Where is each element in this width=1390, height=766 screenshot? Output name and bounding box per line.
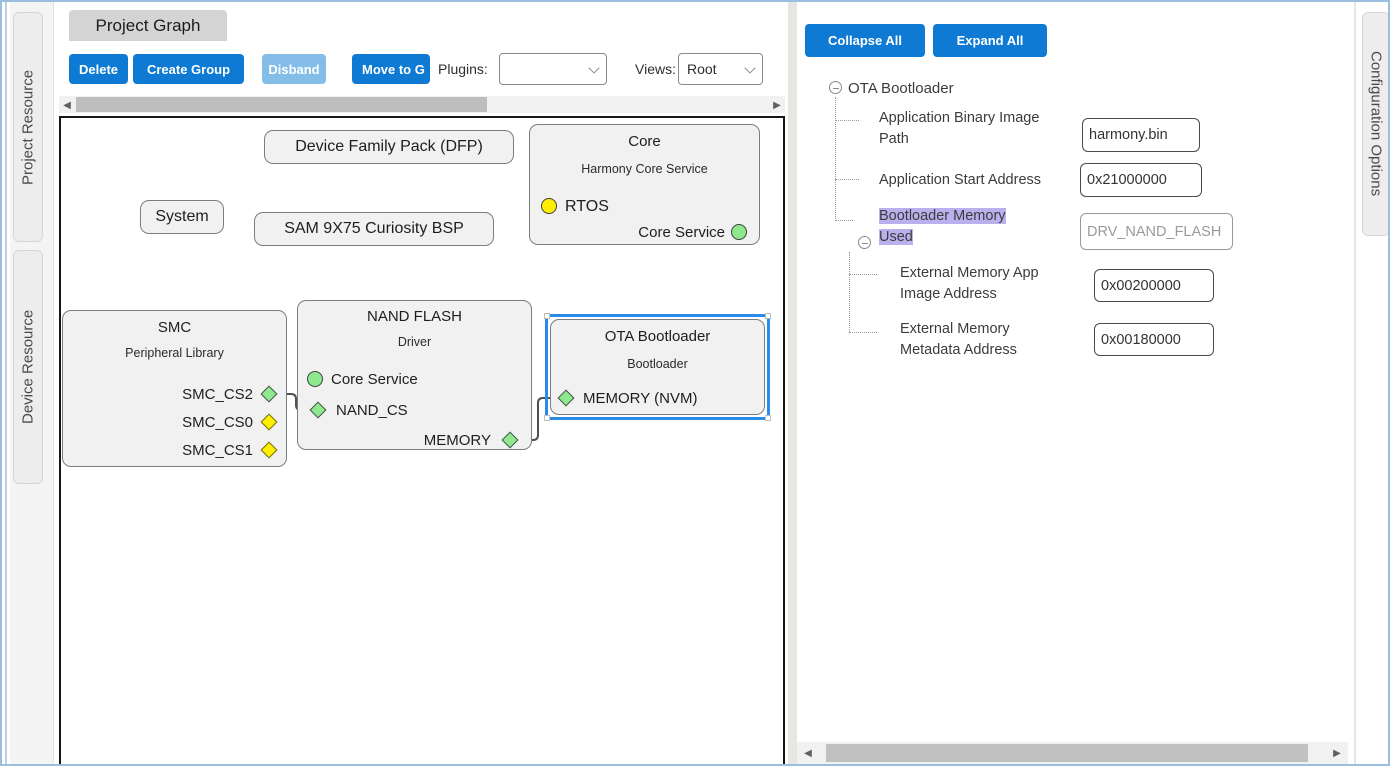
right-edge-line — [1354, 2, 1356, 764]
node-sam-bsp[interactable]: SAM 9X75 Curiosity BSP — [254, 212, 494, 246]
collapse-icon[interactable] — [829, 81, 842, 94]
bootloader-memory-used-input[interactable] — [1080, 213, 1233, 250]
chevron-down-icon — [744, 61, 756, 74]
node-device-family-pack[interactable]: Device Family Pack (DFP) — [264, 130, 514, 164]
graph-hscrollbar-thumb[interactable] — [76, 97, 487, 112]
tab-device-resource-label: Device Resource — [19, 309, 37, 425]
tree-line — [849, 332, 877, 333]
delete-button[interactable]: Delete — [69, 54, 128, 84]
views-select-value: Root — [687, 61, 717, 77]
tree-root-label[interactable]: OTA Bootloader — [848, 80, 954, 97]
node-nand-flash-title: NAND FLASH — [366, 308, 463, 325]
selection-handle[interactable] — [765, 415, 771, 421]
selection-handle[interactable] — [544, 415, 550, 421]
node-device-family-pack-title: Device Family Pack (DFP) — [295, 138, 483, 155]
node-core-title: Core — [628, 133, 661, 150]
app-binary-path-input[interactable] — [1082, 118, 1200, 152]
port-rtos-icon[interactable] — [541, 198, 557, 214]
port-rtos-label: RTOS — [565, 198, 609, 215]
tab-configuration-options-label: Configuration Options — [1367, 51, 1385, 197]
tree-line — [835, 97, 836, 221]
port-nand-memory-label: MEMORY — [423, 432, 491, 449]
create-group-button[interactable]: Create Group — [133, 54, 244, 84]
node-nand-flash-subtitle: Driver — [397, 335, 432, 349]
port-smc-cs2-label: SMC_CS2 — [182, 386, 253, 403]
tab-device-resource[interactable]: Device Resource — [13, 250, 43, 484]
node-sam-bsp-title: SAM 9X75 Curiosity BSP — [284, 220, 464, 237]
ext-app-image-address-input[interactable] — [1094, 269, 1214, 302]
port-smc-cs1-label: SMC_CS1 — [182, 442, 253, 459]
port-ota-memory-icon[interactable] — [557, 389, 575, 407]
views-label: Views: — [635, 61, 676, 77]
port-smc-cs2-icon[interactable] — [260, 385, 278, 403]
tree-line — [835, 120, 859, 121]
left-accent-line — [5, 2, 7, 764]
node-smc[interactable]: SMC Peripheral Library SMC_CS2 SMC_CS0 S… — [62, 310, 287, 467]
tree-item-ext-metadata-address[interactable]: External Memory Metadata Address — [900, 321, 1017, 358]
selection-handle[interactable] — [544, 313, 550, 319]
graph-hscrollbar[interactable]: ◀ ▶ — [59, 96, 785, 113]
tree-line — [835, 220, 853, 221]
node-core-subtitle: Harmony Core Service — [581, 162, 708, 176]
scroll-right-icon[interactable]: ▶ — [773, 99, 781, 111]
tree-item-ext-app-image-address[interactable]: External Memory App Image Address — [900, 265, 1039, 302]
port-core-service-icon[interactable] — [731, 224, 747, 240]
port-ota-memory-label: MEMORY (NVM) — [583, 390, 698, 407]
config-hscrollbar-thumb[interactable] — [826, 744, 1308, 762]
expand-all-button[interactable]: Expand All — [933, 24, 1047, 57]
port-smc-cs0-icon[interactable] — [260, 413, 278, 431]
tab-project-resource[interactable]: Project Resource — [13, 12, 43, 242]
ext-metadata-address-input[interactable] — [1094, 323, 1214, 356]
scroll-right-icon[interactable]: ▶ — [1333, 747, 1341, 759]
tree-item-bootloader-memory-used[interactable]: Bootloader Memory Used — [879, 206, 1029, 248]
node-nand-flash[interactable]: NAND FLASH Driver Core Service NAND_CS M… — [297, 300, 532, 450]
node-smc-subtitle: Peripheral Library — [125, 346, 224, 360]
node-system-title: System — [155, 208, 209, 225]
scroll-left-icon[interactable]: ◀ — [804, 747, 812, 759]
tab-project-resource-label: Project Resource — [19, 69, 37, 185]
port-smc-cs0-label: SMC_CS0 — [182, 414, 253, 431]
node-smc-title: SMC — [157, 319, 192, 336]
tree-item-app-start-address[interactable]: Application Start Address — [879, 172, 1042, 188]
tree-line — [835, 179, 859, 180]
move-to-button[interactable]: Move to G — [352, 54, 430, 84]
tree-line — [849, 274, 877, 275]
node-ota-bootloader[interactable]: OTA Bootloader Bootloader MEMORY (NVM) — [550, 319, 765, 415]
port-nand-cs-label: NAND_CS — [336, 402, 408, 419]
node-ota-bootloader-subtitle: Bootloader — [627, 357, 688, 371]
port-core-service-label: Core Service — [638, 224, 725, 241]
views-select[interactable]: Root — [678, 53, 763, 85]
port-nand-core-service-label: Core Service — [331, 371, 418, 388]
app-start-address-input[interactable] — [1080, 163, 1202, 197]
chevron-down-icon — [588, 61, 600, 74]
port-nand-core-service-icon[interactable] — [307, 371, 323, 387]
node-ota-bootloader-title: OTA Bootloader — [604, 328, 711, 345]
port-smc-cs1-icon[interactable] — [260, 441, 278, 459]
scroll-left-icon[interactable]: ◀ — [63, 99, 71, 111]
port-nand-memory-icon[interactable] — [501, 431, 519, 449]
tab-configuration-options[interactable]: Configuration Options — [1362, 12, 1388, 236]
node-core[interactable]: Core Harmony Core Service RTOS Core Serv… — [529, 124, 760, 245]
selection-handle[interactable] — [765, 313, 771, 319]
tab-project-graph-label: Project Graph — [95, 15, 201, 35]
plugins-label: Plugins: — [438, 61, 488, 77]
panel-splitter[interactable] — [788, 2, 797, 764]
disband-button[interactable]: Disband — [262, 54, 326, 84]
plugins-select[interactable] — [499, 53, 607, 85]
node-system[interactable]: System — [140, 200, 224, 234]
node-ota-bootloader-selection[interactable]: OTA Bootloader Bootloader MEMORY (NVM) — [544, 313, 771, 421]
collapse-all-button[interactable]: Collapse All — [805, 24, 925, 57]
config-hscrollbar[interactable]: ◀ ▶ — [797, 742, 1348, 764]
tab-project-graph[interactable]: Project Graph — [69, 10, 227, 41]
collapse-icon[interactable] — [858, 236, 871, 249]
tree-item-bootloader-memory-used-label: Bootloader Memory Used — [879, 208, 1006, 245]
tree-item-app-binary-path[interactable]: Application Binary Image Path — [879, 110, 1040, 147]
tree-line — [849, 252, 850, 332]
port-nand-cs-icon[interactable] — [309, 401, 327, 419]
